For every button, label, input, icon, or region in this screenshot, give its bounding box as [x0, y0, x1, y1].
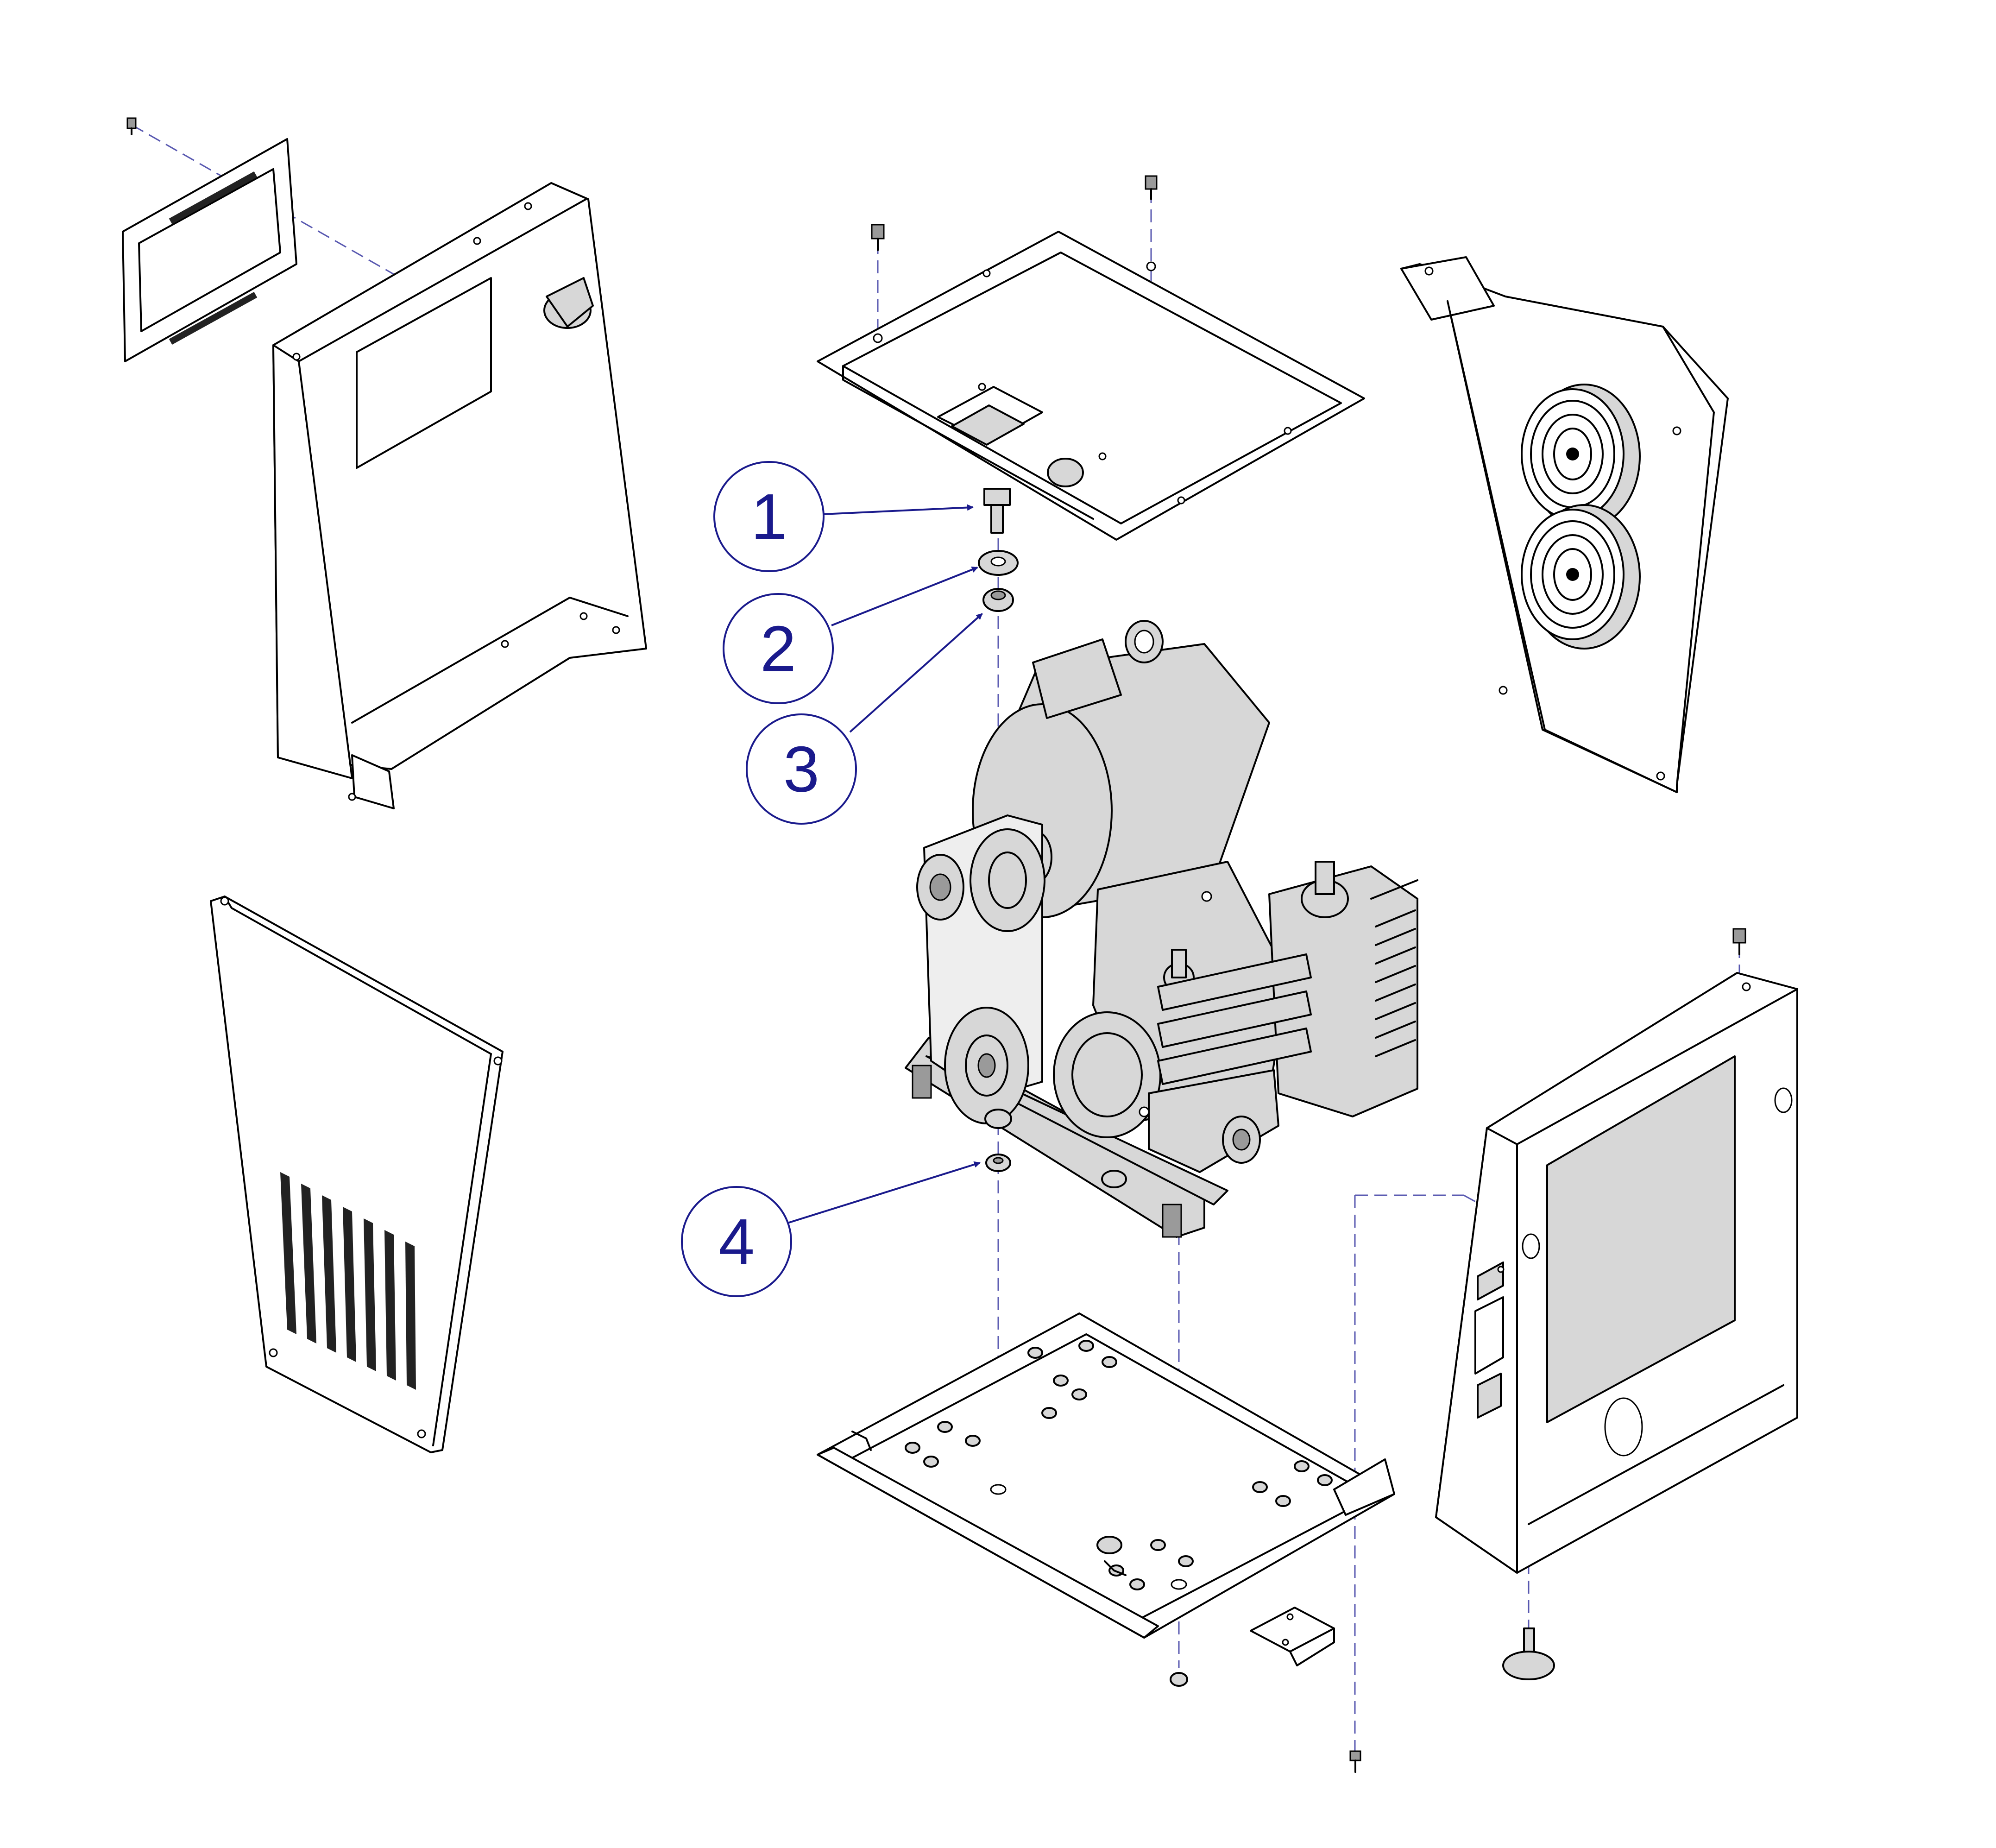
callout-leader-3 — [849, 613, 983, 733]
callout-leader-1 — [822, 504, 974, 515]
nut-icon — [985, 1154, 1011, 1172]
callout-4-label: 4 — [718, 1205, 755, 1278]
mounting-bracket — [1250, 1607, 1335, 1666]
cooling-fins — [1375, 909, 1416, 1057]
callout-2: 2 — [723, 593, 834, 704]
callout-2-label: 2 — [760, 612, 796, 685]
callout-leader-4 — [787, 1161, 981, 1224]
screw-icon — [126, 117, 137, 135]
base-plate — [817, 1312, 1395, 1639]
screw-icon — [871, 224, 885, 251]
nut-icon — [982, 588, 1014, 612]
callout-leader-2 — [831, 566, 978, 626]
leveling-foot-icon — [1502, 1627, 1555, 1680]
upper-left-cover-plate — [122, 138, 297, 362]
louver-vents — [280, 1172, 416, 1390]
callout-4: 4 — [681, 1186, 792, 1297]
nut-icon — [984, 1109, 1012, 1129]
motor-compressor-assembly — [905, 620, 1418, 1238]
screw-icon — [983, 488, 1011, 534]
callout-1-label: 1 — [751, 480, 787, 553]
callout-3-label: 3 — [783, 733, 819, 806]
screw-icon — [1349, 1750, 1361, 1773]
left-side-panel — [272, 182, 647, 809]
callouts: 1 2 3 4 — [681, 461, 983, 1297]
louvered-side-panel — [210, 896, 504, 1453]
nut-icon — [1101, 1170, 1127, 1188]
fan-icon — [1521, 504, 1641, 650]
washer-icon — [978, 550, 1019, 576]
top-cover-plate — [817, 231, 1365, 541]
screw-icon — [1732, 928, 1746, 955]
screw-icon — [1145, 175, 1158, 200]
nut-icon — [1170, 1672, 1188, 1687]
base-mounting-studs — [905, 1340, 1333, 1590]
callout-3: 3 — [746, 713, 857, 825]
front-panel — [1435, 972, 1798, 1574]
callout-1: 1 — [713, 461, 825, 572]
